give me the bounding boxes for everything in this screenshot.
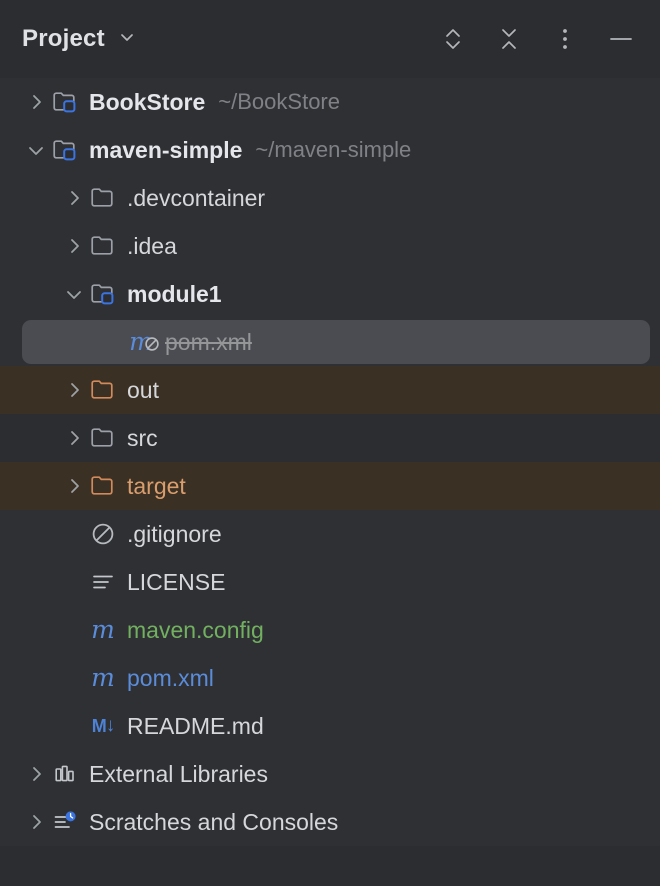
tree-item-label: out <box>127 376 159 403</box>
tree-item-label: README.md <box>127 712 264 739</box>
tree-item-label: pom.xml <box>165 328 252 355</box>
tree-item-module1[interactable]: module1 <box>0 270 660 318</box>
chevron-down-icon[interactable] <box>117 27 137 52</box>
maven-ignored-icon: m <box>126 328 159 356</box>
tree-item-label: maven.config <box>127 616 264 643</box>
tree-item-bookstore[interactable]: BookStore ~/BookStore <box>0 78 660 126</box>
tree-item-readme-md[interactable]: M↓ README.md <box>0 702 660 750</box>
chevron-right-icon[interactable] <box>60 472 88 500</box>
chevron-right-icon[interactable] <box>60 376 88 404</box>
tree-item-label: module1 <box>127 280 222 307</box>
tree-item-gitignore[interactable]: .gitignore <box>0 510 660 558</box>
tree-item-label: .gitignore <box>127 520 222 547</box>
tree-item-label: src <box>127 424 158 451</box>
text-file-icon <box>88 568 118 596</box>
tree-item-label: External Libraries <box>89 760 268 787</box>
tree-item-maven-simple[interactable]: maven-simple ~/maven-simple <box>0 126 660 174</box>
chevron-right-icon[interactable] <box>60 232 88 260</box>
chevron-right-icon[interactable] <box>22 88 50 116</box>
tree-item-path: ~/maven-simple <box>255 137 412 162</box>
hide-button[interactable] <box>604 22 638 56</box>
tree-item-label: pom.xml <box>127 664 214 691</box>
tree-item-label: target <box>127 472 186 499</box>
scratches-icon <box>50 808 80 836</box>
header-actions <box>436 22 638 56</box>
chevron-spacer <box>60 664 88 692</box>
tree-item-pom-xml[interactable]: m pom.xml <box>0 654 660 702</box>
tree-item-target[interactable]: target <box>0 462 660 510</box>
more-options-button[interactable] <box>548 22 582 56</box>
module-folder-icon <box>50 88 80 116</box>
chevron-spacer <box>60 520 88 548</box>
gitignore-icon <box>88 520 118 548</box>
tree-item-label: maven-simple <box>89 136 243 163</box>
tree-item-maven-config[interactable]: m maven.config <box>0 606 660 654</box>
expand-all-button[interactable] <box>436 22 470 56</box>
tree-item-path: ~/BookStore <box>218 89 340 114</box>
tree-item-license[interactable]: LICENSE <box>0 558 660 606</box>
chevron-right-icon[interactable] <box>22 808 50 836</box>
tree-item-label: Scratches and Consoles <box>89 808 339 835</box>
tree-item-external-libraries[interactable]: External Libraries <box>0 750 660 798</box>
tree-item-scratches-and-consoles[interactable]: Scratches and Consoles <box>0 798 660 846</box>
chevron-right-icon[interactable] <box>60 424 88 452</box>
folder-icon <box>88 184 118 212</box>
maven-icon: m <box>91 662 115 692</box>
tree-item-src[interactable]: src <box>0 414 660 462</box>
project-view-selector[interactable]: Project <box>22 25 137 53</box>
folder-icon <box>88 424 118 452</box>
chevron-down-icon[interactable] <box>22 136 50 164</box>
tree-item-devcontainer[interactable]: .devcontainer <box>0 174 660 222</box>
chevron-spacer <box>60 568 88 596</box>
tree-item-label: .idea <box>127 232 177 259</box>
folder-excluded-icon <box>88 376 118 404</box>
folder-excluded-icon <box>88 472 118 500</box>
tree-item-label: LICENSE <box>127 568 226 595</box>
markdown-icon: M↓ <box>91 715 115 736</box>
chevron-right-icon[interactable] <box>22 760 50 788</box>
tree-item-out[interactable]: out <box>0 366 660 414</box>
chevron-down-icon[interactable] <box>60 280 88 308</box>
tree-item-label: BookStore <box>89 88 206 115</box>
page-title: Project <box>22 25 105 52</box>
chevron-spacer <box>60 616 88 644</box>
library-icon <box>50 760 80 788</box>
project-tree[interactable]: BookStore ~/BookStore maven-simple ~/maven-… <box>0 78 660 846</box>
tool-window-header: Project <box>0 0 660 78</box>
tree-item-idea[interactable]: .idea <box>0 222 660 270</box>
folder-icon <box>88 232 118 260</box>
chevron-spacer <box>60 712 88 740</box>
chevron-right-icon[interactable] <box>60 184 88 212</box>
chevron-spacer <box>98 328 126 356</box>
collapse-all-button[interactable] <box>492 22 526 56</box>
module-folder-icon <box>88 280 118 308</box>
tree-item-label: .devcontainer <box>127 184 266 211</box>
module-folder-icon <box>50 136 80 164</box>
maven-icon: m <box>91 614 115 644</box>
